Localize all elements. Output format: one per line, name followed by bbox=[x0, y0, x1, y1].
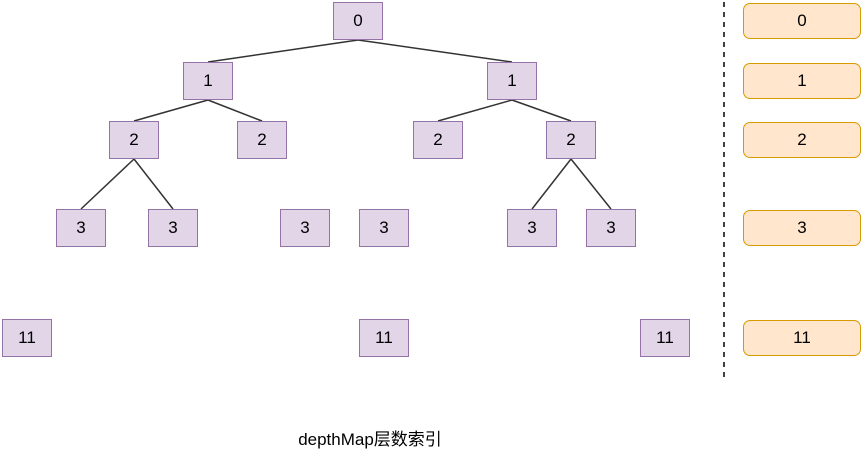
tree-node-depth-2: 2 bbox=[237, 121, 287, 159]
depth-legend-1: 1 bbox=[743, 63, 861, 99]
tree-node-depth-3: 3 bbox=[507, 209, 557, 247]
tree-edge bbox=[133, 99, 209, 122]
tree-edge bbox=[570, 158, 612, 210]
tree-edge bbox=[80, 158, 135, 210]
tree-edge bbox=[511, 99, 572, 122]
tree-node-depth-0: 0 bbox=[333, 2, 383, 40]
tree-node-depth-3: 3 bbox=[586, 209, 636, 247]
tree-node-depth-1: 1 bbox=[183, 62, 233, 100]
tree-edge bbox=[531, 158, 572, 210]
tree-node-depth-11: 11 bbox=[640, 319, 690, 357]
tree-node-depth-11: 11 bbox=[359, 319, 409, 357]
tree-node-depth-3: 3 bbox=[359, 209, 409, 247]
tree-edge bbox=[133, 158, 174, 210]
depth-legend-0: 0 bbox=[743, 3, 861, 39]
depth-legend-2: 2 bbox=[743, 122, 861, 158]
tree-edge bbox=[357, 39, 513, 63]
tree-edge bbox=[207, 99, 263, 122]
diagram-caption: depthMap层数索引 bbox=[298, 430, 442, 449]
tree-node-depth-2: 2 bbox=[546, 121, 596, 159]
depth-legend-3: 3 bbox=[743, 210, 861, 246]
tree-node-depth-1: 1 bbox=[487, 62, 537, 100]
tree-node-depth-2: 2 bbox=[413, 121, 463, 159]
tree-node-depth-2: 2 bbox=[109, 121, 159, 159]
tree-edge bbox=[207, 39, 359, 63]
depth-legend-11: 11 bbox=[743, 320, 861, 356]
tree-node-depth-3: 3 bbox=[56, 209, 106, 247]
tree-node-depth-11: 11 bbox=[2, 319, 52, 357]
tree-node-depth-3: 3 bbox=[280, 209, 330, 247]
tree-edge bbox=[437, 99, 513, 122]
tree-node-depth-3: 3 bbox=[148, 209, 198, 247]
